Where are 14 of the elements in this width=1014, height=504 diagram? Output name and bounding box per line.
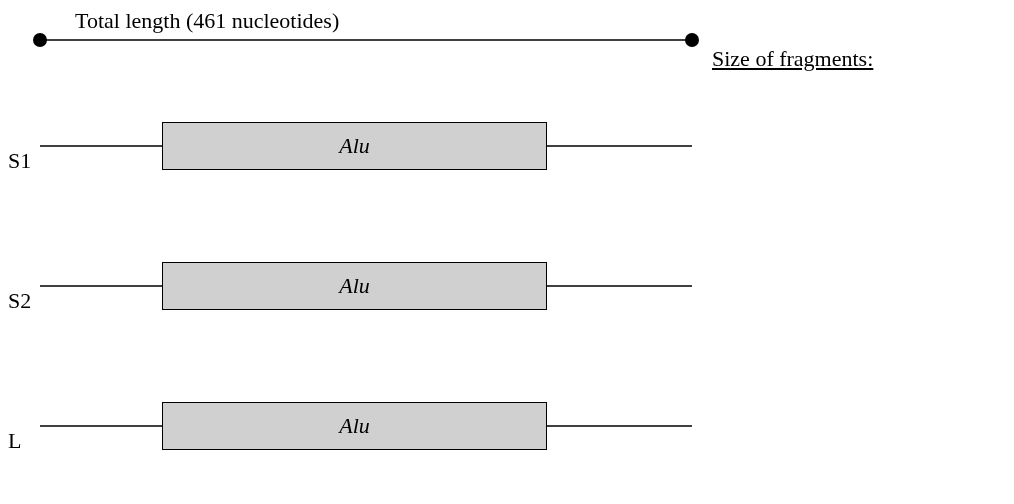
sequence-box: Alu bbox=[162, 402, 547, 450]
line bbox=[39, 145, 163, 147]
line bbox=[546, 285, 693, 287]
fragment-label: S2 bbox=[8, 288, 32, 314]
heading: Size of fragments: bbox=[712, 46, 874, 72]
dimension-label: Total length (461 nucleotides) bbox=[75, 8, 340, 34]
line bbox=[546, 145, 693, 147]
line bbox=[546, 425, 693, 427]
sequence-box: Alu bbox=[162, 122, 547, 170]
line bbox=[39, 285, 163, 287]
line bbox=[39, 425, 163, 427]
fragment-label: S1 bbox=[8, 148, 32, 174]
fragment-label: L bbox=[8, 428, 22, 454]
sequence-box: Alu bbox=[162, 262, 547, 310]
